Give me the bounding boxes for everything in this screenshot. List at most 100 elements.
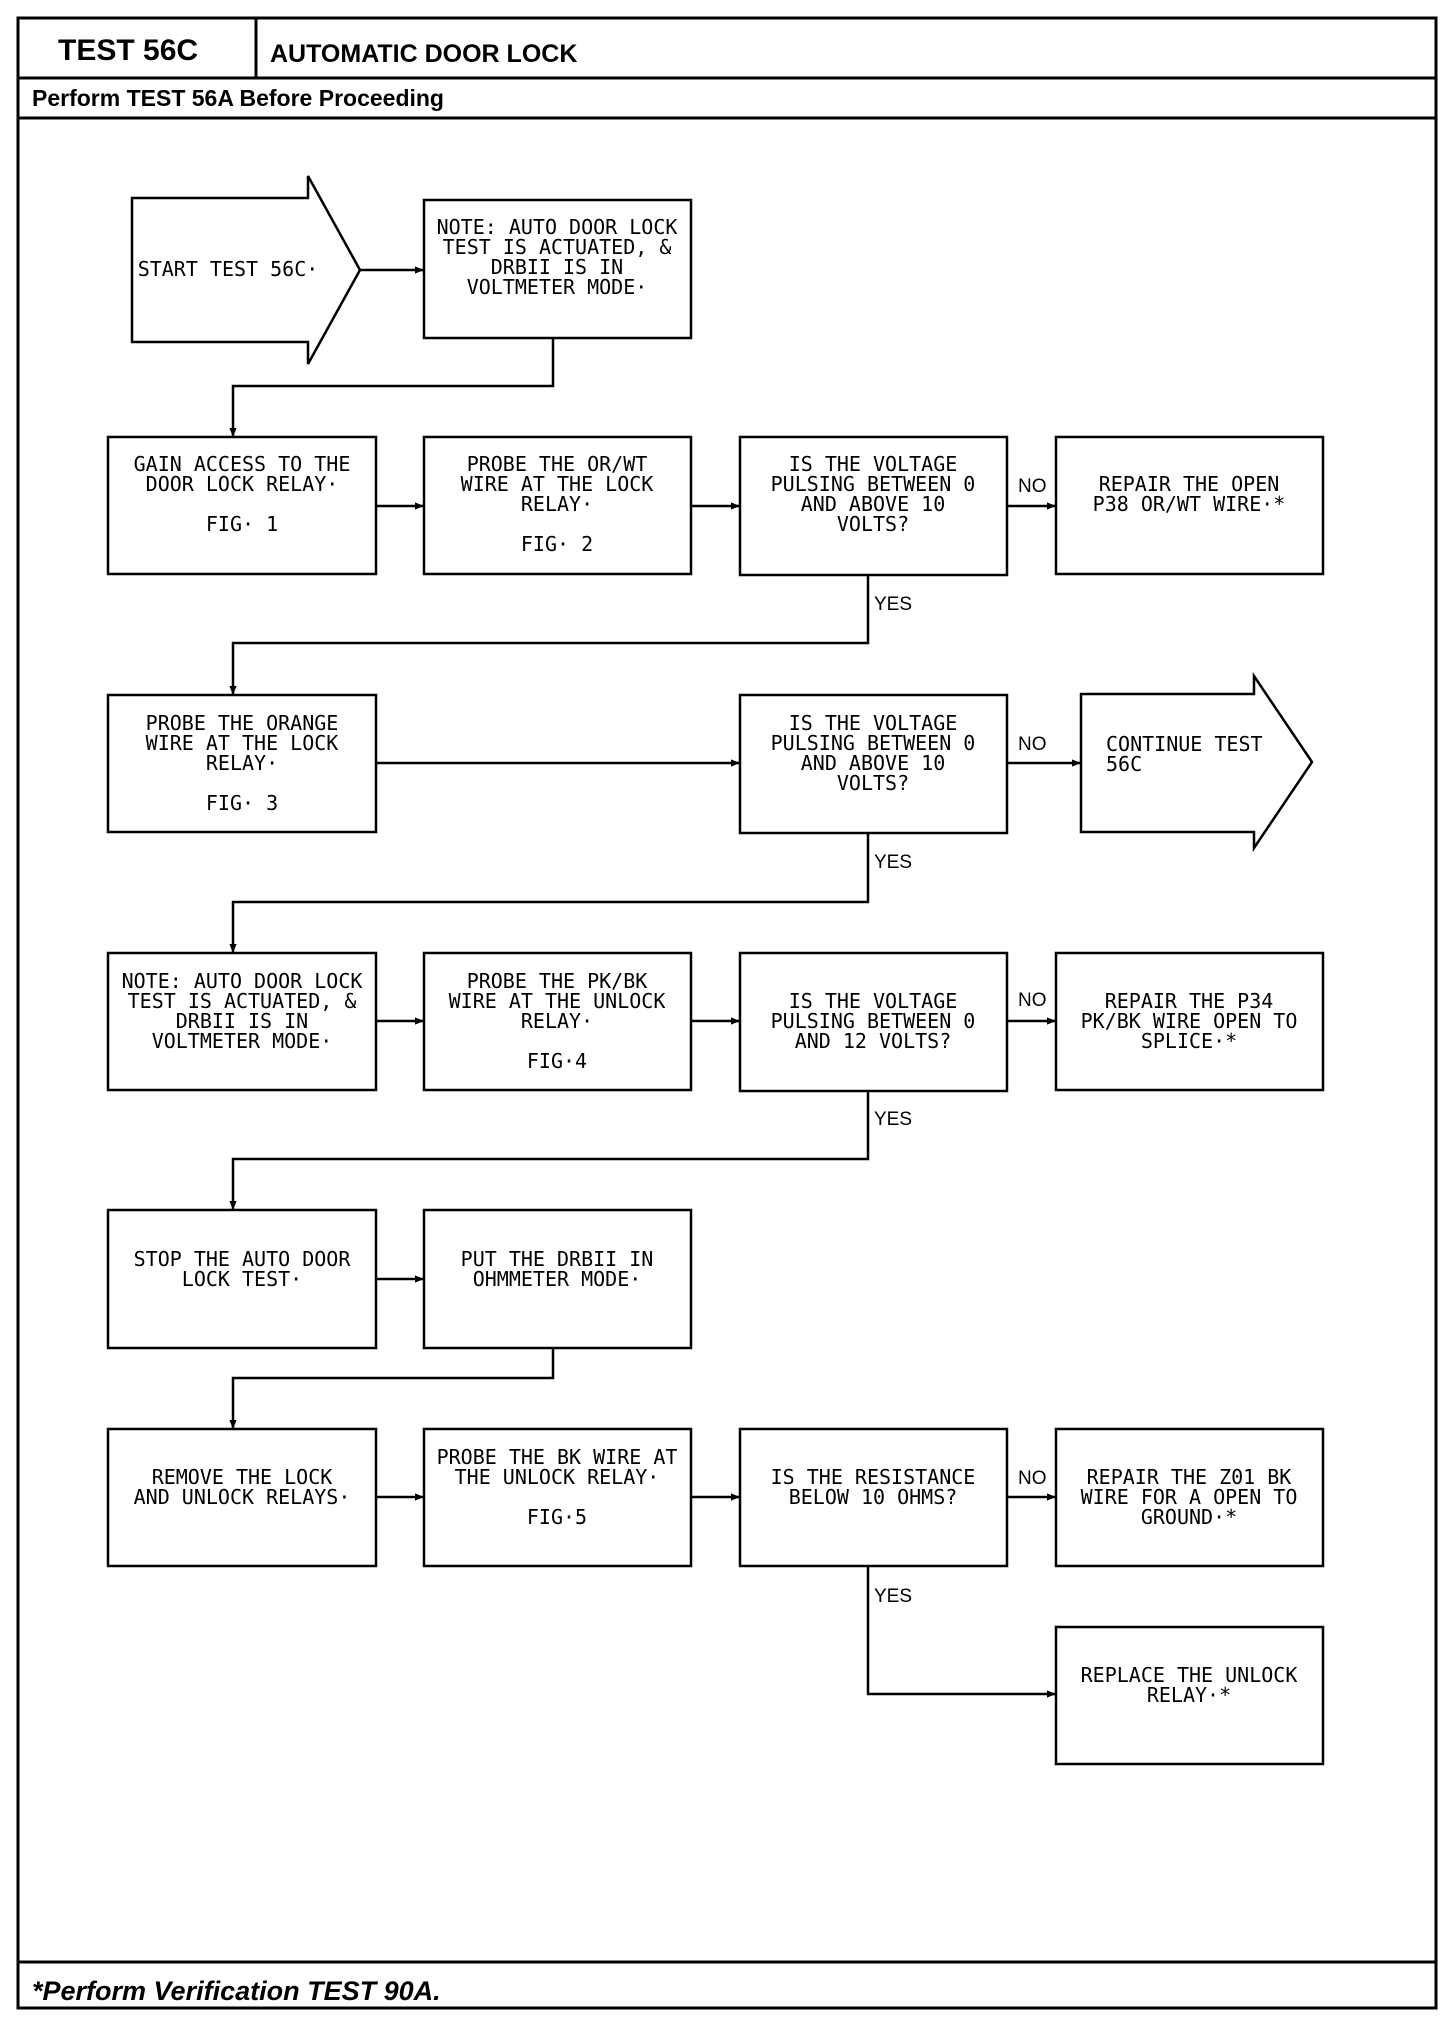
q3-line: PULSING BETWEEN 0 <box>771 1009 976 1033</box>
remove-relays-line: REMOVE THE LOCK <box>152 1465 333 1489</box>
note2-box <box>106 951 378 1092</box>
q2-line: VOLTS? <box>837 771 909 795</box>
arrow-put-drbii-to-remove <box>229 1348 555 1429</box>
start-line: START TEST 56C· <box>138 257 319 281</box>
note1-box <box>422 198 693 340</box>
repair-p38-line: REPAIR THE OPEN <box>1099 472 1280 496</box>
probe-orange-line: PROBE THE ORANGE <box>146 711 339 735</box>
probe-orwt-line: RELAY· <box>521 492 593 516</box>
q1-box <box>738 435 1009 577</box>
stop-test-line: LOCK TEST· <box>182 1267 302 1291</box>
q4-no-label: NO <box>1018 1468 1047 1489</box>
q2-no-label: NO <box>1018 734 1047 755</box>
probe-pkbk-line: FIG·4 <box>527 1049 587 1073</box>
q2-yes-label: YES <box>874 852 912 873</box>
q3-line: AND 12 VOLTS? <box>795 1029 952 1053</box>
repair-p38-line: P38 OR/WT WIRE·* <box>1093 492 1286 516</box>
put-drbii-line: OHMMETER MODE· <box>473 1267 642 1291</box>
continue-arrow-shape <box>1079 671 1314 853</box>
repair-z01-line: WIRE FOR A OPEN TO <box>1081 1485 1298 1509</box>
probe-pkbk-line: WIRE AT THE UNLOCK <box>449 989 666 1013</box>
q3-box <box>738 951 1009 1093</box>
gain-access-line: FIG· 1 <box>206 512 278 536</box>
probe-bk-line: FIG·5 <box>527 1505 587 1529</box>
note2-line: NOTE: AUTO DOOR LOCK <box>122 969 363 993</box>
note1-line: DRBII IS IN <box>491 255 623 279</box>
q3-no-label: NO <box>1018 990 1047 1011</box>
q4-line: BELOW 10 OHMS? <box>789 1485 958 1509</box>
repair-z01-line: REPAIR THE Z01 BK <box>1087 1465 1292 1489</box>
probe-pkbk-line: PROBE THE PK/BK <box>467 969 648 993</box>
replace-unlock-line: RELAY·* <box>1147 1683 1231 1707</box>
q2-line: PULSING BETWEEN 0 <box>771 731 976 755</box>
q1-line: IS THE VOLTAGE <box>789 452 958 476</box>
stop-test-box <box>106 1208 378 1350</box>
probe-orwt-line: FIG· 2 <box>521 532 593 556</box>
remove-relays-line: AND UNLOCK RELAYS· <box>134 1485 351 1509</box>
start-text: START TEST 56C· <box>138 257 319 281</box>
continue-line: 56C <box>1106 752 1142 776</box>
q2-line: AND ABOVE 10 <box>801 751 946 775</box>
q1-no-label: NO <box>1018 476 1047 497</box>
connectors <box>229 266 1081 1698</box>
q2-box <box>738 693 1009 835</box>
q3-yes-label: YES <box>874 1109 912 1130</box>
repair-p34-line: SPLICE·* <box>1141 1029 1237 1053</box>
probe-orange-line: RELAY· <box>206 751 278 775</box>
q1-line: VOLTS? <box>837 512 909 536</box>
branch-labels: NO YES NO YES NO YES NO YES <box>874 476 1047 1607</box>
page-footer: *Perform Verification TEST 90A. <box>32 1976 441 2006</box>
probe-bk-line: PROBE THE BK WIRE AT <box>437 1445 678 1469</box>
probe-orwt-line: WIRE AT THE LOCK <box>461 472 654 496</box>
test-id: TEST 56C <box>58 34 198 67</box>
replace-unlock-line: REPLACE THE UNLOCK <box>1081 1663 1298 1687</box>
stop-test-line: STOP THE AUTO DOOR <box>134 1247 352 1271</box>
probe-bk-line: THE UNLOCK RELAY· <box>455 1465 660 1489</box>
q1-yes-label: YES <box>874 594 912 615</box>
page-frame <box>16 16 1438 2010</box>
arrow-note1-to-gain-access <box>229 338 555 437</box>
repair-p34-line: REPAIR THE P34 <box>1105 989 1274 1013</box>
page-title: AUTOMATIC DOOR LOCK <box>270 40 577 68</box>
gain-access-line: GAIN ACCESS TO THE <box>134 452 351 476</box>
arrow-q2-yes <box>229 833 870 953</box>
q4-yes-label: YES <box>874 1586 912 1607</box>
repair-z01-line: GROUND·* <box>1141 1505 1237 1529</box>
probe-orwt-box <box>422 435 693 576</box>
note2-line: VOLTMETER MODE· <box>152 1029 333 1053</box>
replace-unlock-box <box>1054 1625 1325 1766</box>
q4-line: IS THE RESISTANCE <box>771 1465 976 1489</box>
probe-orange-line: WIRE AT THE LOCK <box>146 731 339 755</box>
note1-line: VOLTMETER MODE· <box>467 275 648 299</box>
probe-bk-box <box>422 1427 693 1568</box>
q1-line: AND ABOVE 10 <box>801 492 946 516</box>
probe-orwt-line: PROBE THE OR/WT <box>467 452 648 476</box>
probe-orange-box <box>106 693 378 834</box>
gain-access-box <box>106 435 378 576</box>
note2-line: DRBII IS IN <box>176 1009 308 1033</box>
repair-z01-box <box>1054 1427 1325 1568</box>
probe-pkbk-box <box>422 951 693 1092</box>
arrow-q3-yes <box>229 1091 870 1210</box>
note1-line: NOTE: AUTO DOOR LOCK <box>437 215 678 239</box>
note2-line: TEST IS ACTUATED, & <box>128 989 357 1013</box>
q3-line: IS THE VOLTAGE <box>789 989 958 1013</box>
q1-line: PULSING BETWEEN 0 <box>771 472 976 496</box>
